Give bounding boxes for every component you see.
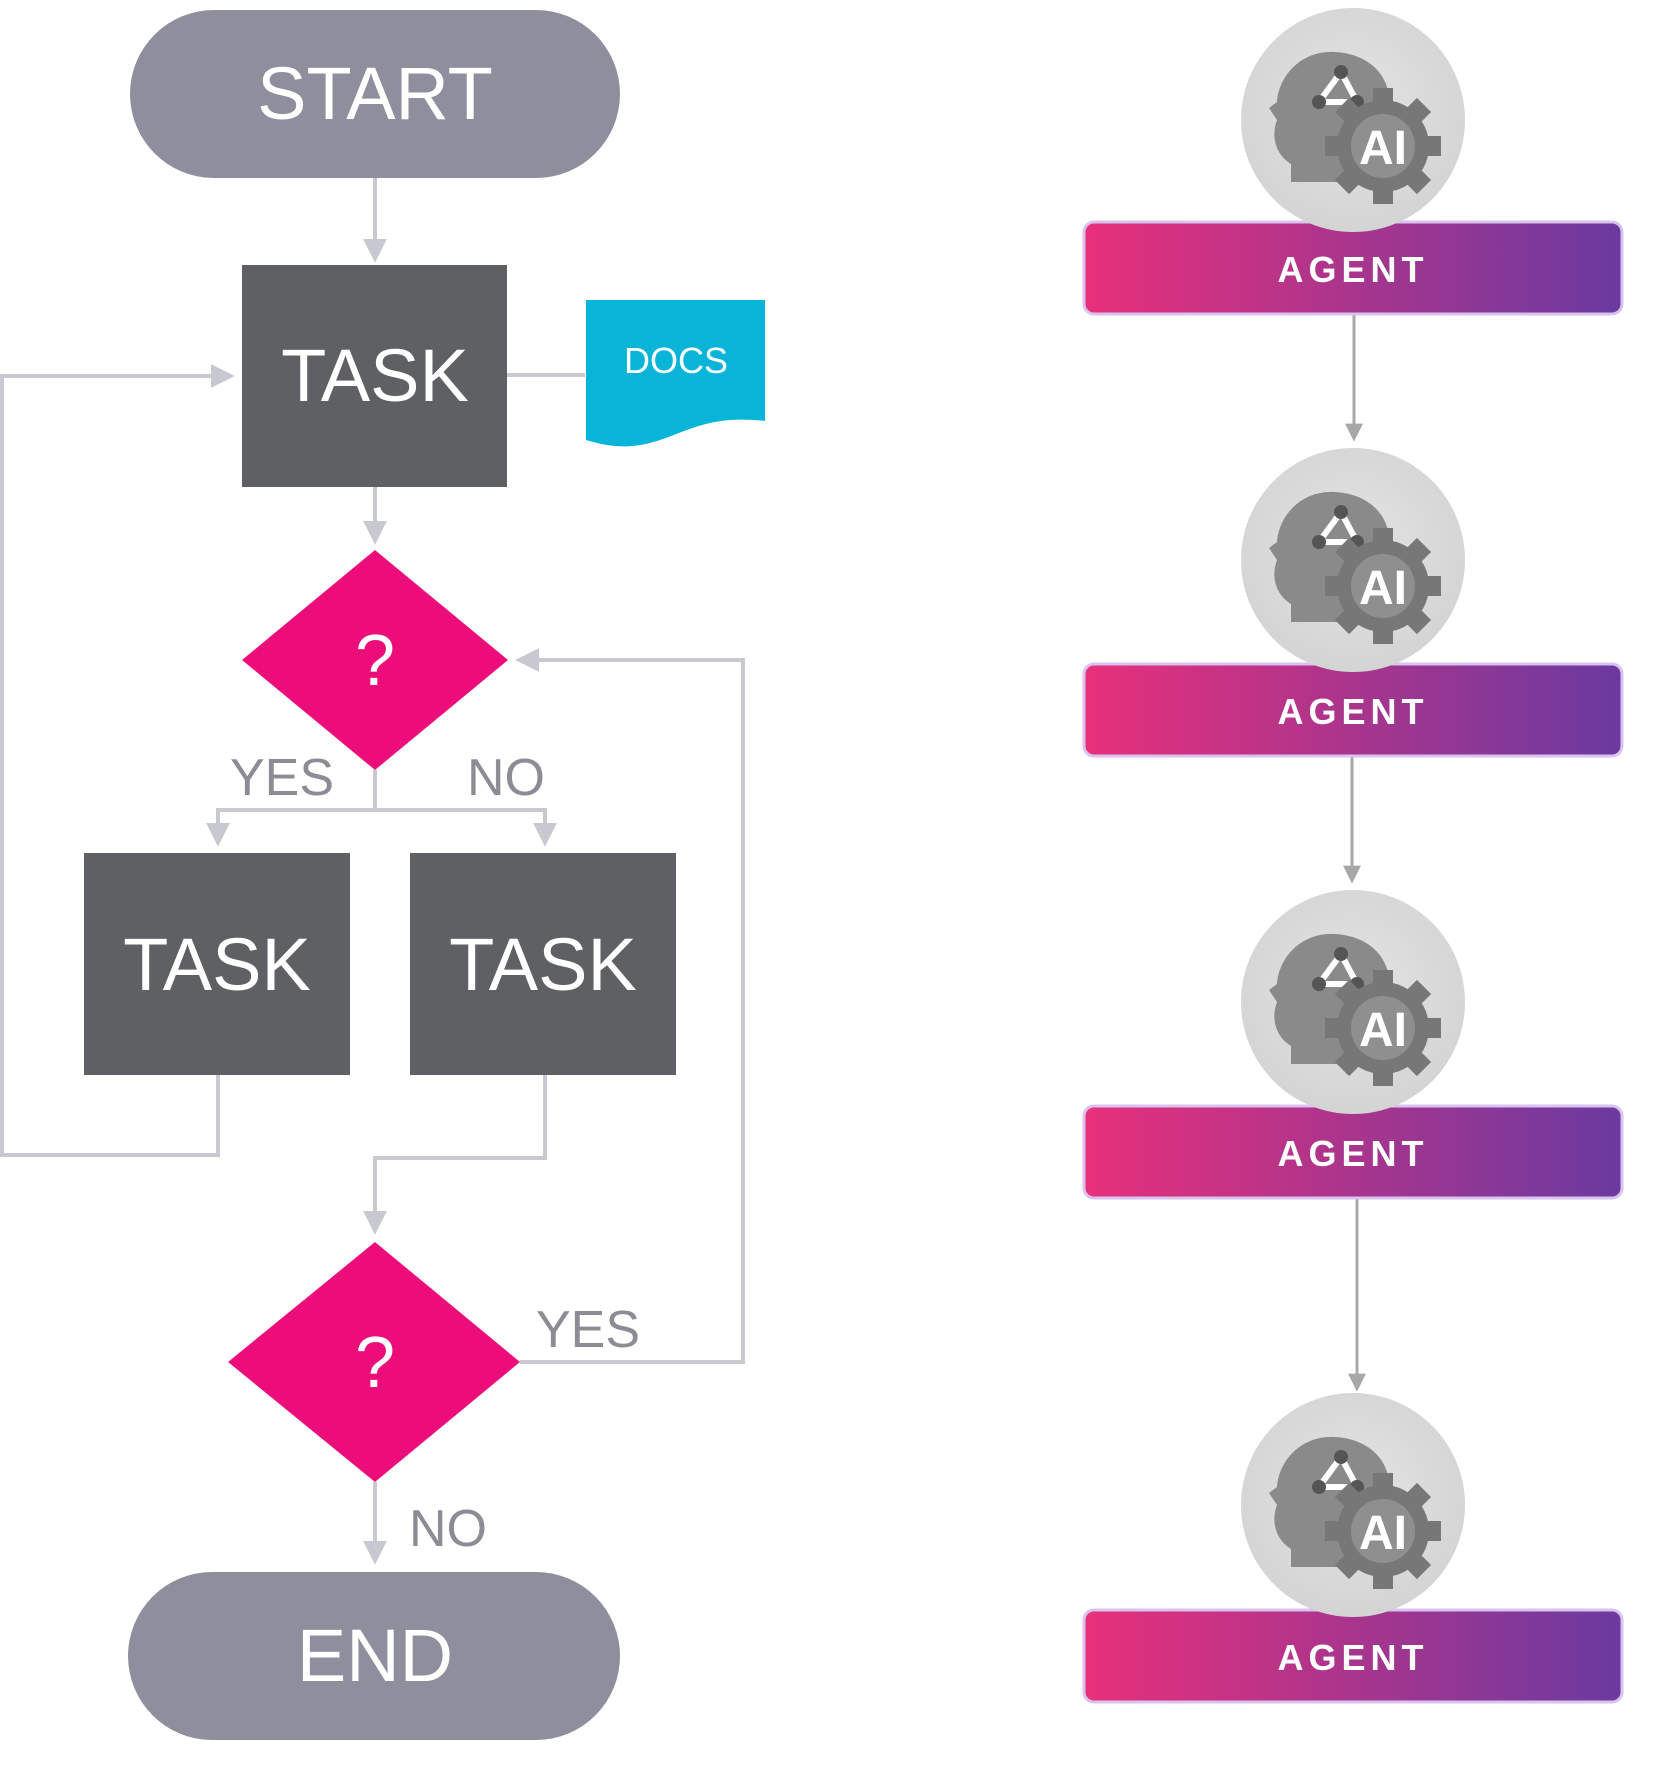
decision-label-1: ? — [355, 621, 395, 701]
ai-icon-text: AI — [1359, 122, 1407, 175]
connector-loop-right — [515, 648, 745, 1364]
agents-layer: AI AGENT AI AGENT AI AGENT AI AGENT — [1082, 8, 1624, 1704]
agent-label: AGENT — [1278, 1637, 1429, 1678]
ai-icon-text: AI — [1359, 562, 1407, 615]
decision-diamond-2: ? — [228, 1242, 520, 1482]
branch-label-no-2: NO — [409, 1500, 487, 1558]
agent-node-1: AI AGENT — [1082, 8, 1624, 316]
task-label-2: TASK — [123, 923, 311, 1006]
task-label-1: TASK — [281, 334, 469, 417]
connector-task3-decision2 — [363, 1075, 547, 1235]
task-box-2: TASK — [84, 853, 350, 1075]
ai-icon-text: AI — [1359, 1507, 1407, 1560]
end-terminal: END — [128, 1572, 620, 1740]
branch-label-yes-2: YES — [536, 1301, 640, 1359]
agent-label: AGENT — [1278, 691, 1429, 732]
task-label-3: TASK — [449, 923, 637, 1006]
connector-loop-left — [0, 364, 235, 1157]
decision-label-2: ? — [355, 1323, 395, 1403]
connectors — [0, 178, 745, 1565]
docs-shape: DOCS — [586, 300, 765, 447]
agent-connectors — [1343, 314, 1366, 1392]
agent-label: AGENT — [1278, 249, 1429, 290]
start-terminal: START — [130, 10, 620, 178]
connector-decision-branches — [216, 808, 547, 828]
ai-icon-text: AI — [1359, 1004, 1407, 1057]
task-box-1: TASK — [242, 265, 507, 487]
end-label: END — [297, 1614, 453, 1697]
agent-node-2: AI AGENT — [1082, 448, 1624, 758]
task-box-3: TASK — [410, 853, 676, 1075]
branch-label-yes-1: YES — [230, 749, 334, 807]
agent-label: AGENT — [1278, 1133, 1429, 1174]
start-label: START — [257, 52, 493, 135]
docs-label: DOCS — [624, 340, 728, 381]
decision-diamond-1: ? — [242, 550, 508, 770]
agent-node-4: AI AGENT — [1082, 1393, 1624, 1704]
agent-node-3: AI AGENT — [1082, 890, 1624, 1200]
branch-label-no-1: NO — [467, 749, 545, 807]
